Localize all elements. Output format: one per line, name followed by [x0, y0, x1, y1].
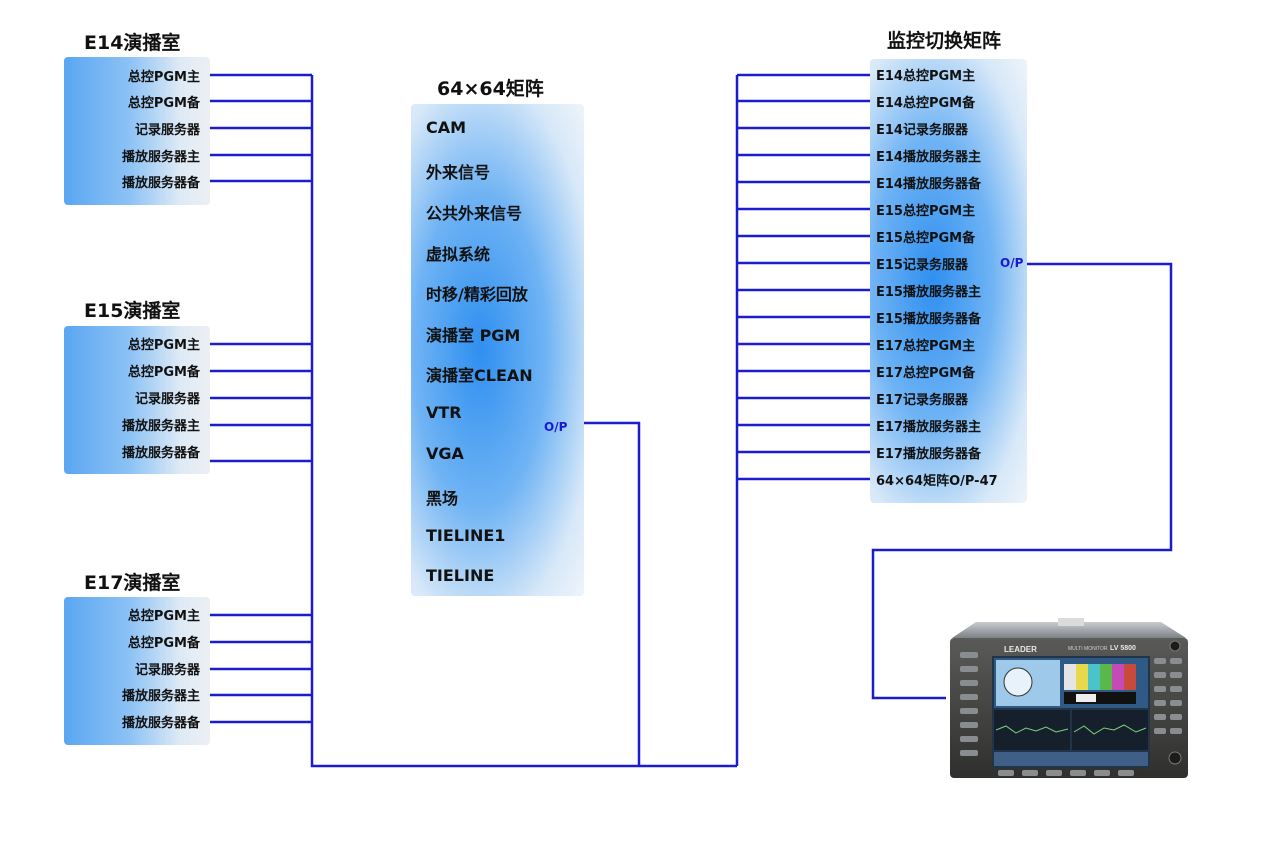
monitor-item: E14总控PGM主: [876, 69, 976, 84]
monitor-matrix-title: 监控切换矩阵: [887, 30, 1002, 52]
monitor-item: E17总控PGM主: [876, 339, 976, 354]
monitor-item: 64×64矩阵O/P-47: [876, 474, 998, 489]
matrix-item: VGA: [426, 444, 464, 463]
studio-title: E17演播室: [84, 572, 181, 594]
monitor-item: E15播放服务器备: [876, 312, 981, 327]
monitor-item: E17播放服务器备: [876, 447, 981, 462]
studio-item: 总控PGM备: [127, 96, 200, 111]
monitor-item: E14总控PGM备: [876, 96, 976, 111]
monitor-item: E14记录务服器: [876, 123, 968, 138]
studio-item: 总控PGM备: [127, 636, 200, 651]
studio-item: 播放服务器主: [121, 689, 200, 704]
matrix-panel: CAM 外来信号 公共外来信号 虚拟系统 时移/精彩回放 演播室 PGM 演播室…: [411, 104, 584, 596]
studio-panel: 总控PGM主 总控PGM备 记录服务器 播放服务器主 播放服务器备: [64, 326, 210, 474]
monitor-output-wire: [871, 262, 1173, 700]
studio-item: 记录服务器: [134, 663, 200, 678]
studio-item: 总控PGM主: [127, 609, 200, 624]
studio-panel: 总控PGM主 总控PGM备 记录服务器 播放服务器主 播放服务器备: [64, 57, 210, 205]
matrix-output-label: O/P: [544, 420, 568, 434]
studio-title: E14演播室: [84, 32, 181, 54]
matrix-item: CAM: [426, 118, 467, 137]
studio-title: E15演播室: [84, 300, 181, 322]
studio-item: 记录服务器: [134, 123, 200, 138]
monitor-item: E17记录务服器: [876, 393, 968, 408]
matrix-item: 演播室CLEAN: [426, 366, 533, 385]
studio-item: 播放服务器备: [121, 176, 200, 191]
matrix-item: VTR: [426, 403, 462, 422]
matrix-item: 演播室 PGM: [426, 326, 521, 345]
monitor-item: E15总控PGM主: [876, 204, 976, 219]
studio-item: 播放服务器备: [121, 446, 200, 461]
matrix-item: TIELINE1: [426, 526, 506, 545]
matrix-item: 时移/精彩回放: [426, 285, 528, 304]
monitor-item: E14播放服务器备: [876, 177, 981, 192]
device-model: LV 5800: [1110, 645, 1136, 652]
monitor-matrix-panel: E14总控PGM主 E14总控PGM备 E14记录务服器 E14播放服务器主 E…: [870, 59, 1027, 503]
multi-monitor-device: LEADER MULTI MONITOR LV 5800: [946, 618, 1192, 780]
matrix-item: 虚拟系统: [426, 245, 491, 264]
matrix-item: 外来信号: [426, 163, 491, 182]
studio-panel: 总控PGM主 总控PGM备 记录服务器 播放服务器主 播放服务器备: [64, 597, 210, 745]
studio-item: 播放服务器主: [121, 419, 200, 434]
studio-item: 总控PGM备: [127, 365, 200, 380]
studio-item: 总控PGM主: [127, 70, 200, 85]
device-subtitle: MULTI MONITOR: [1068, 646, 1108, 652]
studio-item: 播放服务器备: [121, 716, 200, 731]
matrix-title: 64×64矩阵: [437, 78, 544, 100]
studio-item: 记录服务器: [134, 392, 200, 407]
device-brand: LEADER: [1004, 645, 1037, 654]
matrix-item: 黑场: [426, 489, 459, 508]
matrix-item: 公共外来信号: [426, 204, 523, 223]
monitor-item: E15总控PGM备: [876, 231, 976, 246]
matrix-output-wire: [584, 421, 641, 766]
monitor-item: E15播放服务器主: [876, 285, 981, 300]
studio-bus-wire: [310, 75, 737, 768]
matrix-item: TIELINE: [426, 566, 495, 585]
studio-item: 总控PGM主: [127, 338, 200, 353]
studio-item: 播放服务器主: [121, 150, 200, 165]
monitor-item: E17总控PGM备: [876, 366, 976, 381]
monitor-item: E14播放服务器主: [876, 150, 981, 165]
monitor-device-icon: [950, 618, 1188, 778]
monitor-item: E17播放服务器主: [876, 420, 981, 435]
monitor-item: E15记录务服器: [876, 258, 968, 273]
monitor-output-label: O/P: [1000, 256, 1024, 270]
